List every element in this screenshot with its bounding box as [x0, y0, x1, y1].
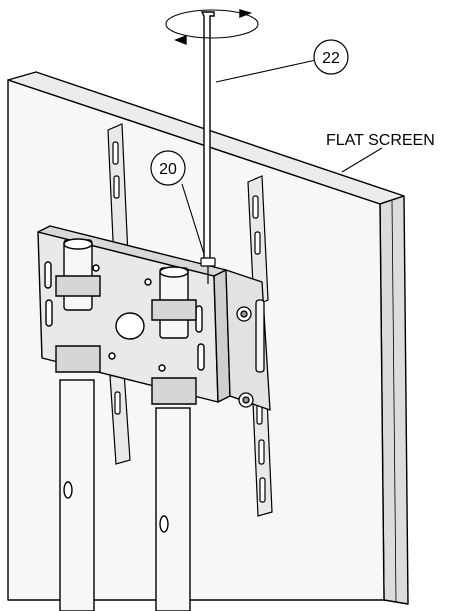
vertical-bracket-right [247, 175, 273, 517]
callout-20: 20 [150, 150, 186, 186]
vertical-bracket-left [107, 123, 131, 465]
leader-flat-screen [341, 147, 383, 173]
tilt-bracket [225, 269, 271, 411]
callout-22: 22 [313, 39, 349, 75]
leader-lines [181, 59, 383, 255]
pole-right [155, 407, 191, 611]
callout-22-label: 22 [322, 50, 340, 67]
screw [200, 257, 216, 284]
stand-poles [59, 379, 191, 611]
rotation-arrow-icon [165, 9, 259, 39]
leader-20 [181, 183, 205, 255]
pole-clamps [55, 238, 197, 405]
plate-center-hole [115, 312, 145, 340]
callout-20-label: 20 [159, 161, 177, 178]
hex-key [165, 9, 259, 263]
leader-22 [215, 59, 317, 83]
flat-screen-label: FLAT SCREEN [326, 132, 435, 149]
